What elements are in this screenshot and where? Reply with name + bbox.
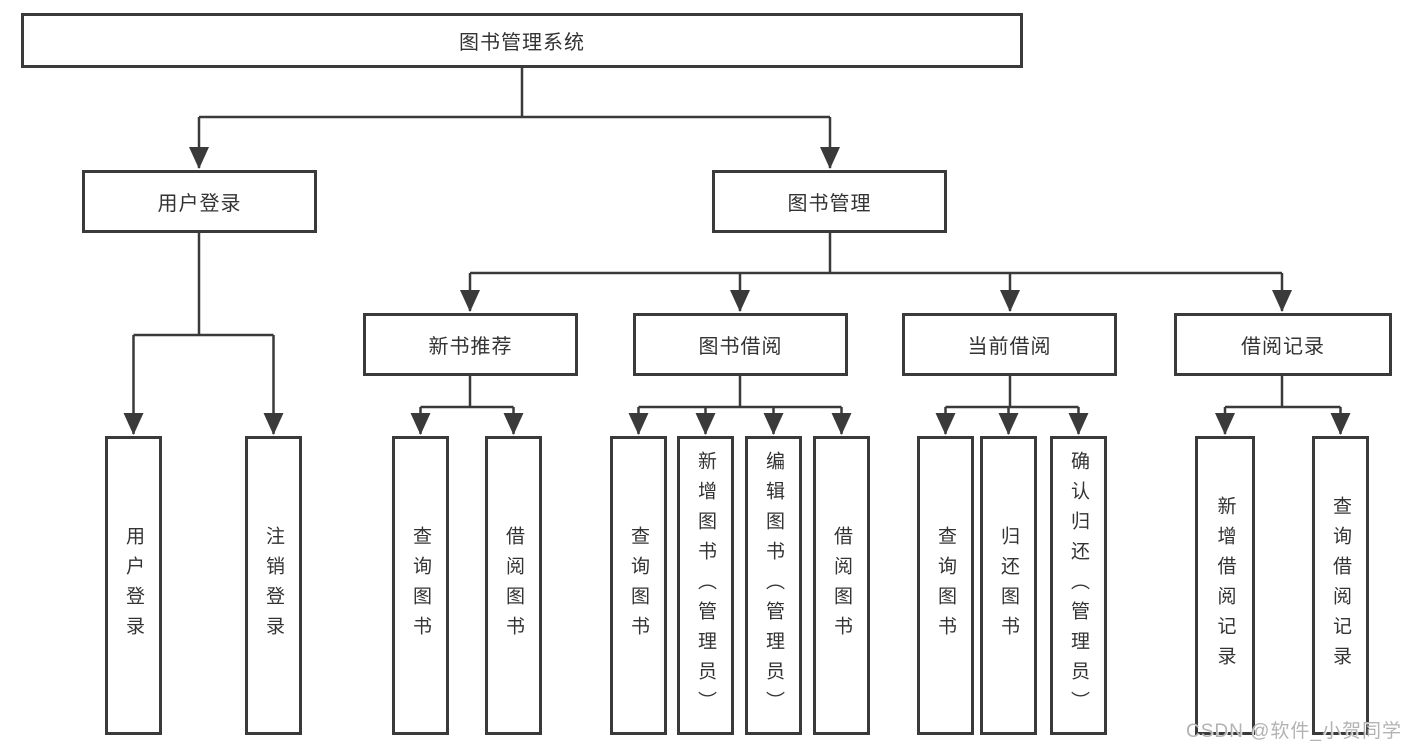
- node-book-borrowing: 图书借阅: [633, 313, 848, 376]
- leaf-borrow-books-recommend: 借阅图书: [485, 436, 542, 735]
- node-current-borrowing: 当前借阅: [902, 313, 1117, 376]
- leaf-add-borrow-record: 新增借阅记录: [1195, 436, 1255, 735]
- node-new-book-recommend: 新书推荐: [363, 313, 578, 376]
- node-book-management: 图书管理: [712, 170, 947, 233]
- leaf-confirm-return-admin: 确认归还（管理员）: [1050, 436, 1107, 735]
- node-user-login: 用户登录: [82, 170, 317, 233]
- leaf-user-login: 用户登录: [105, 436, 162, 735]
- leaf-edit-book-admin: 编辑图书（管理员）: [745, 436, 802, 735]
- node-borrowing-records: 借阅记录: [1174, 313, 1392, 376]
- leaf-query-books-recommend: 查询图书: [392, 436, 449, 735]
- leaf-query-books-current: 查询图书: [917, 436, 974, 735]
- leaf-add-book-admin: 新增图书（管理员）: [677, 436, 734, 735]
- csdn-watermark: CSDN @软件_小贺同学: [1186, 721, 1402, 742]
- leaf-logout: 注销登录: [245, 436, 302, 735]
- leaf-query-books-borrowing: 查询图书: [610, 436, 667, 735]
- leaf-query-borrow-record: 查询借阅记录: [1312, 436, 1369, 735]
- node-root-system: 图书管理系统: [21, 13, 1023, 68]
- leaf-return-book: 归还图书: [980, 436, 1037, 735]
- leaf-borrow-books-borrowing: 借阅图书: [813, 436, 870, 735]
